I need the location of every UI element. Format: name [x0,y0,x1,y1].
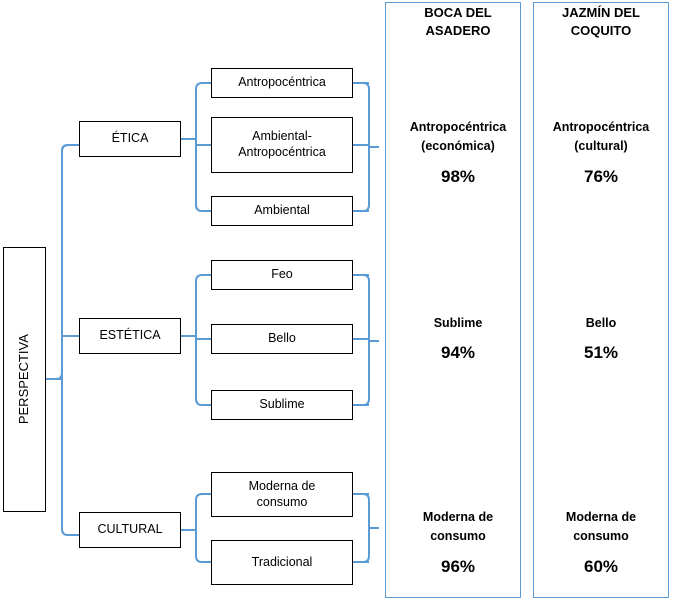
category-label-cultural: CULTURAL [97,522,163,537]
leaf-node-tradicional: Tradicional [211,540,353,585]
root-node-label: PERSPECTIVA [16,334,32,425]
result-label-boca-estetica: Sublime [433,316,483,330]
leaf-node-ambiental: Ambiental [211,196,353,226]
result-jazmin-estetica: Bello 51% [521,314,676,363]
result-percent-jazmin-etica: 76% [583,166,619,186]
leaf-label-antropocentrica: Antropocéntrica [238,75,326,90]
leaf-node-feo: Feo [211,260,353,290]
leaf-node-antropocentrica: Antropocéntrica [211,68,353,98]
result-jazmin-etica: Antropocéntrica(cultural) 76% [521,118,676,187]
leaf-label-ambiental: Ambiental [254,203,310,218]
result-label-jazmin-estetica: Bello [585,316,617,330]
result-percent-jazmin-estetica: 51% [583,343,619,363]
result-boca-etica: Antropocéntrica(económica) 98% [378,118,538,187]
leaf-label-bello: Bello [268,331,296,346]
leaf-label-sublime: Sublime [259,397,305,412]
root-node-perspectiva: PERSPECTIVA [3,247,46,512]
result-label-boca-etica: Antropocéntrica(económica) [409,120,507,154]
result-percent-boca-etica: 98% [440,166,476,186]
leaf-node-bello: Bello [211,324,353,354]
category-label-etica: ÉTICA [111,131,149,146]
result-label-jazmin-etica: Antropocéntrica(cultural) [552,120,650,154]
leaf-node-ambiental-antropocentrica: Ambiental-Antropocéntrica [211,117,353,173]
category-node-cultural: CULTURAL [79,512,181,548]
result-boca-estetica: Sublime 94% [378,314,538,363]
result-percent-boca-estetica: 94% [440,343,476,363]
category-node-etica: ÉTICA [79,121,181,157]
leaf-label-tradicional: Tradicional [251,554,313,569]
result-percent-boca-cultural: 96% [440,556,476,576]
result-panel-boca-del-asadero [385,2,521,598]
result-panel-jazmin-del-coquito [533,2,669,598]
category-node-estetica: ESTÉTICA [79,318,181,354]
leaf-label-feo: Feo [271,267,293,282]
leaf-label-ambiental-antropocentrica: Ambiental-Antropocéntrica [238,129,326,159]
result-percent-jazmin-cultural: 60% [583,556,619,576]
leaf-node-sublime: Sublime [211,390,353,420]
category-label-estetica: ESTÉTICA [99,328,161,343]
